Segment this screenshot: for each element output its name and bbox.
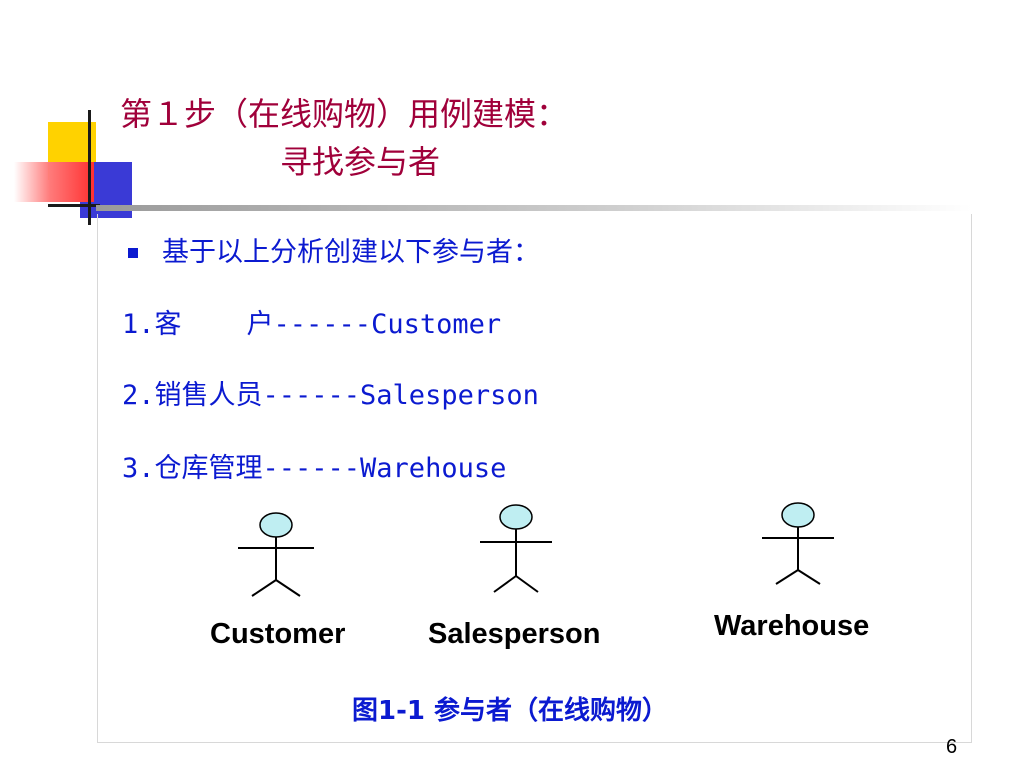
actor-list-item-3: 3.仓库管理------Warehouse	[122, 453, 507, 484]
slide-title: 第１步（在线购物）用例建模： 寻找参与者	[120, 90, 568, 186]
title-underline-rule	[96, 205, 972, 211]
salesperson-actor-icon	[480, 504, 552, 593]
warehouse-actor-label: Warehouse	[714, 610, 870, 642]
customer-actor-label: Customer	[210, 618, 346, 650]
slide-title-line1: 第１步（在线购物）用例建模：	[120, 95, 569, 133]
slide-title-line2: 寻找参与者	[280, 143, 441, 181]
warehouse-actor-icon	[762, 502, 834, 585]
page-number: 6	[946, 736, 958, 758]
figure-caption: 图1-1 参与者（在线购物）	[351, 696, 669, 726]
bullet-square-icon	[128, 248, 138, 258]
decor-horizontal-line	[48, 204, 100, 207]
decor-red-gradient-bar	[14, 162, 94, 202]
salesperson-actor-label: Salesperson	[428, 618, 601, 650]
decor-vertical-line	[88, 110, 91, 225]
customer-actor-icon	[238, 512, 314, 597]
actor-list-item-2: 2.销售人员------Salesperson	[122, 380, 539, 411]
content-frame	[97, 214, 972, 743]
intro-text: 基于以上分析创建以下参与者：	[162, 237, 540, 268]
actor-list-item-1: 1.客 户------Customer	[122, 309, 502, 340]
